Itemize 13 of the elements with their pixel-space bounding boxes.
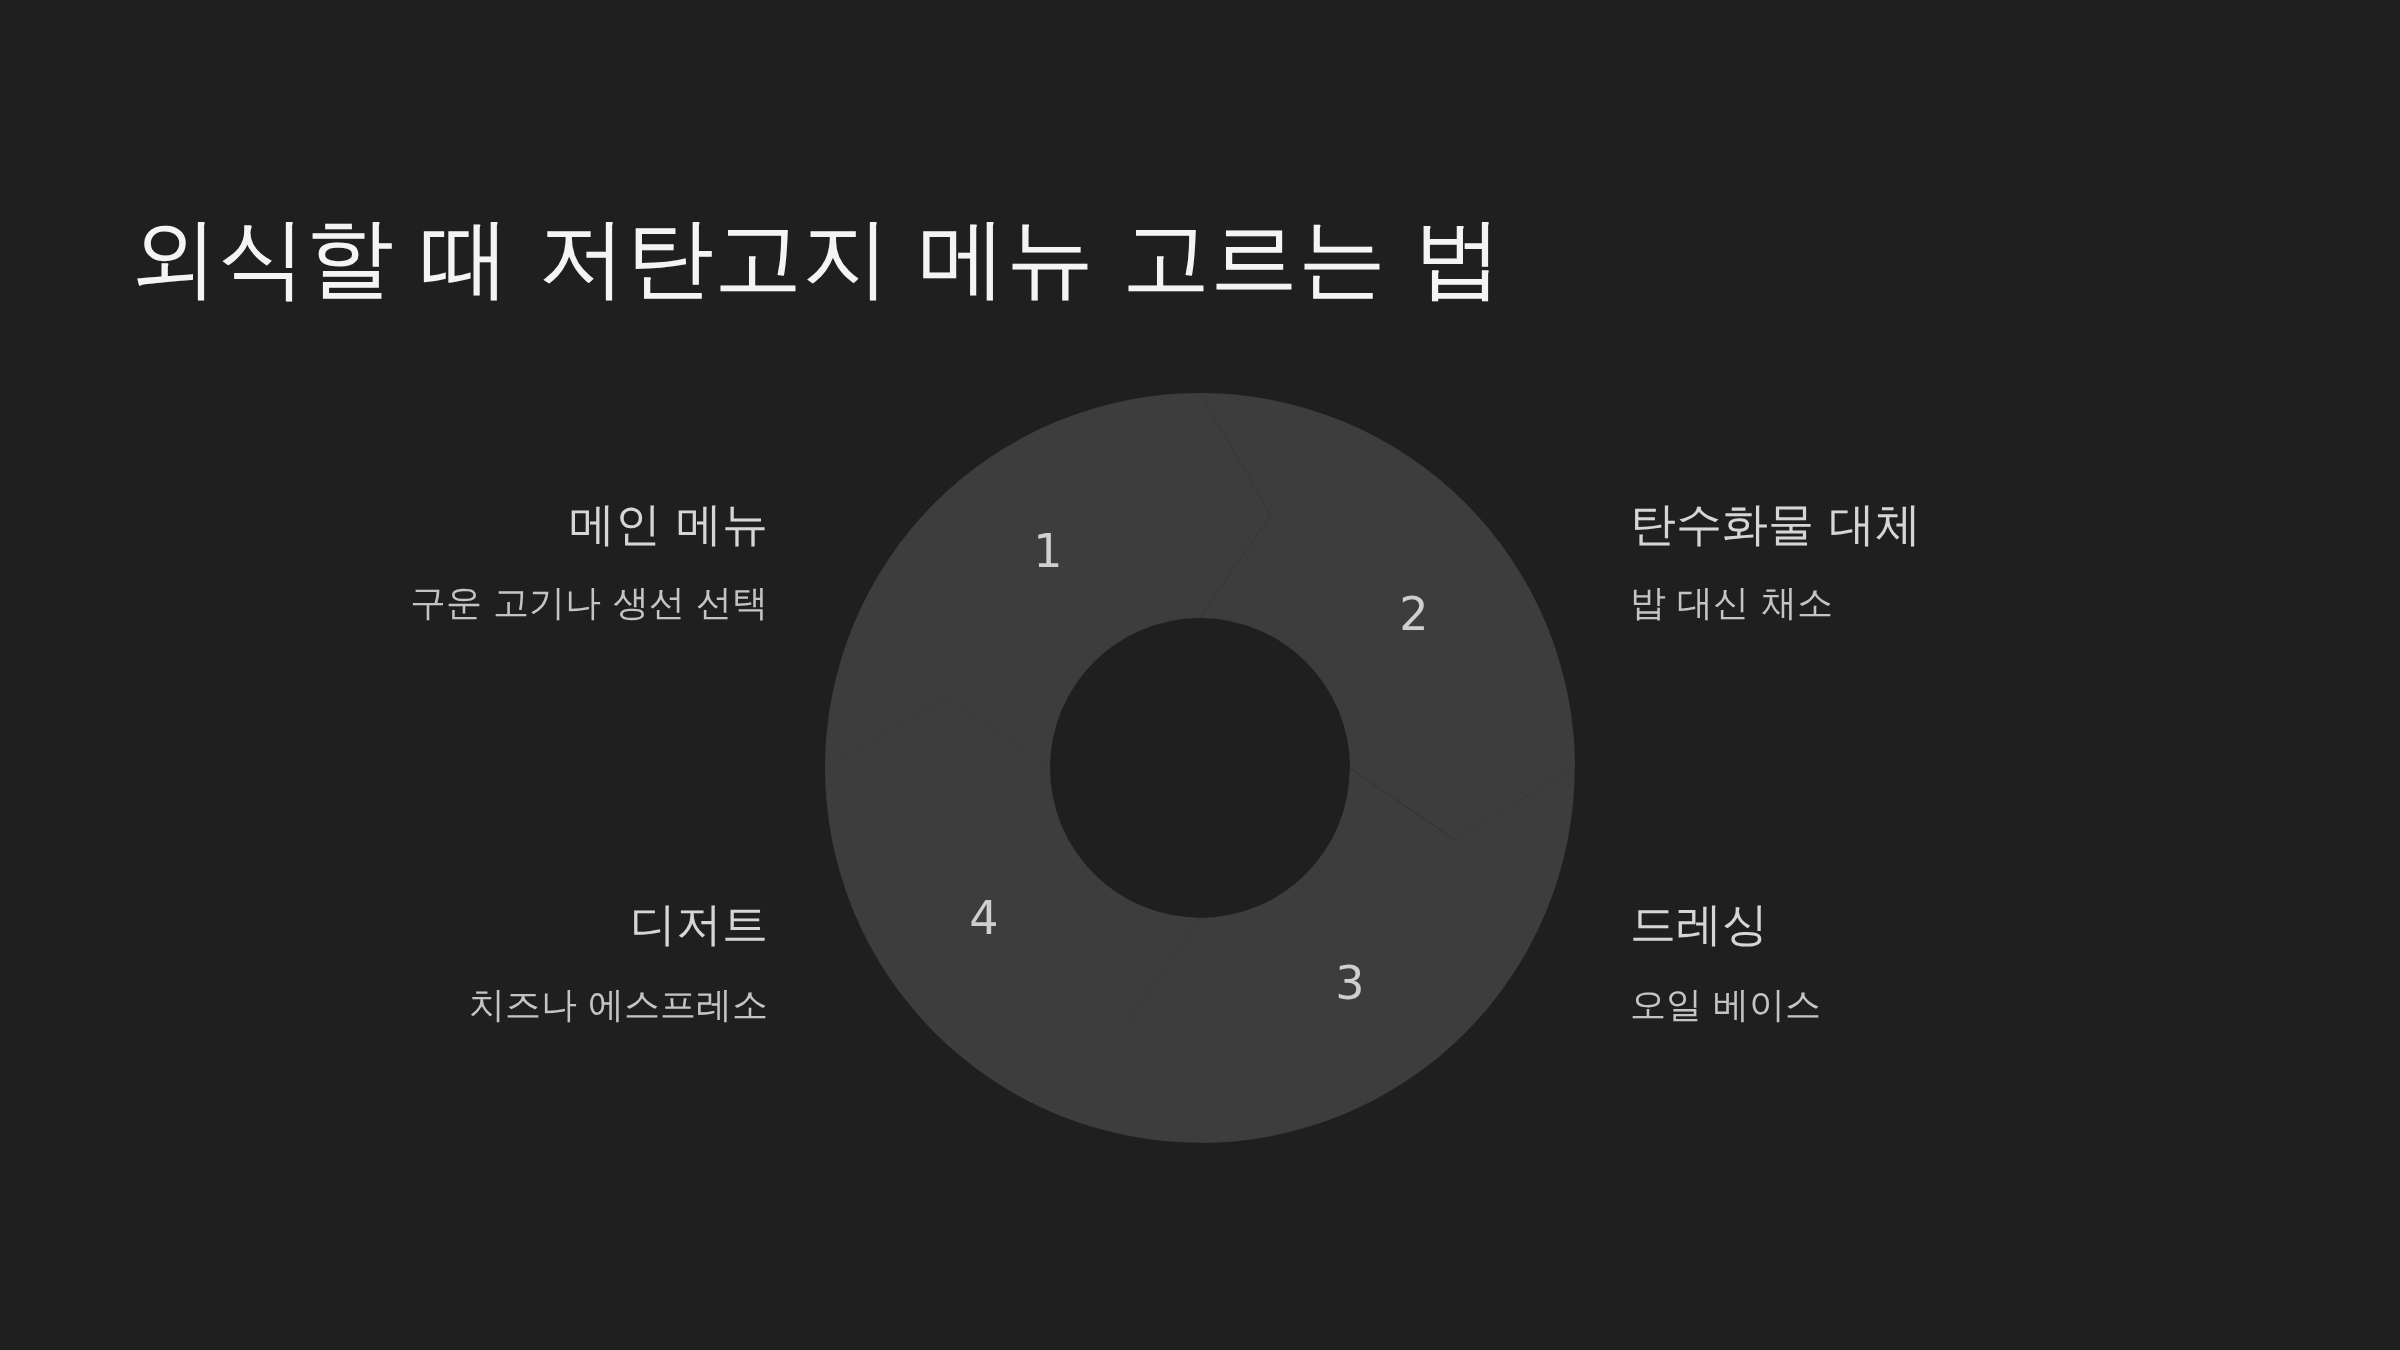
step-number: 2 [1399,591,1429,637]
title: 외식할 때 저탄고지 메뉴 고르는 법 [130,205,1502,311]
step-heading: 탄수화물 대체 [1630,497,1921,553]
step-description: 치즈나 에스프레소 [468,983,768,1027]
step-description: 밥 대신 채소 [1630,581,1833,625]
step-number: 3 [1335,960,1365,1006]
step-number: 1 [1033,528,1063,574]
step-description: 오일 베이스 [1630,983,1822,1027]
step-description: 구운 고기나 생선 선택 [409,581,768,625]
step-heading: 드레싱 [1630,897,1768,953]
step-heading: 메인 메뉴 [569,497,768,553]
step-heading: 디저트 [630,897,768,953]
step-number: 4 [969,895,999,941]
